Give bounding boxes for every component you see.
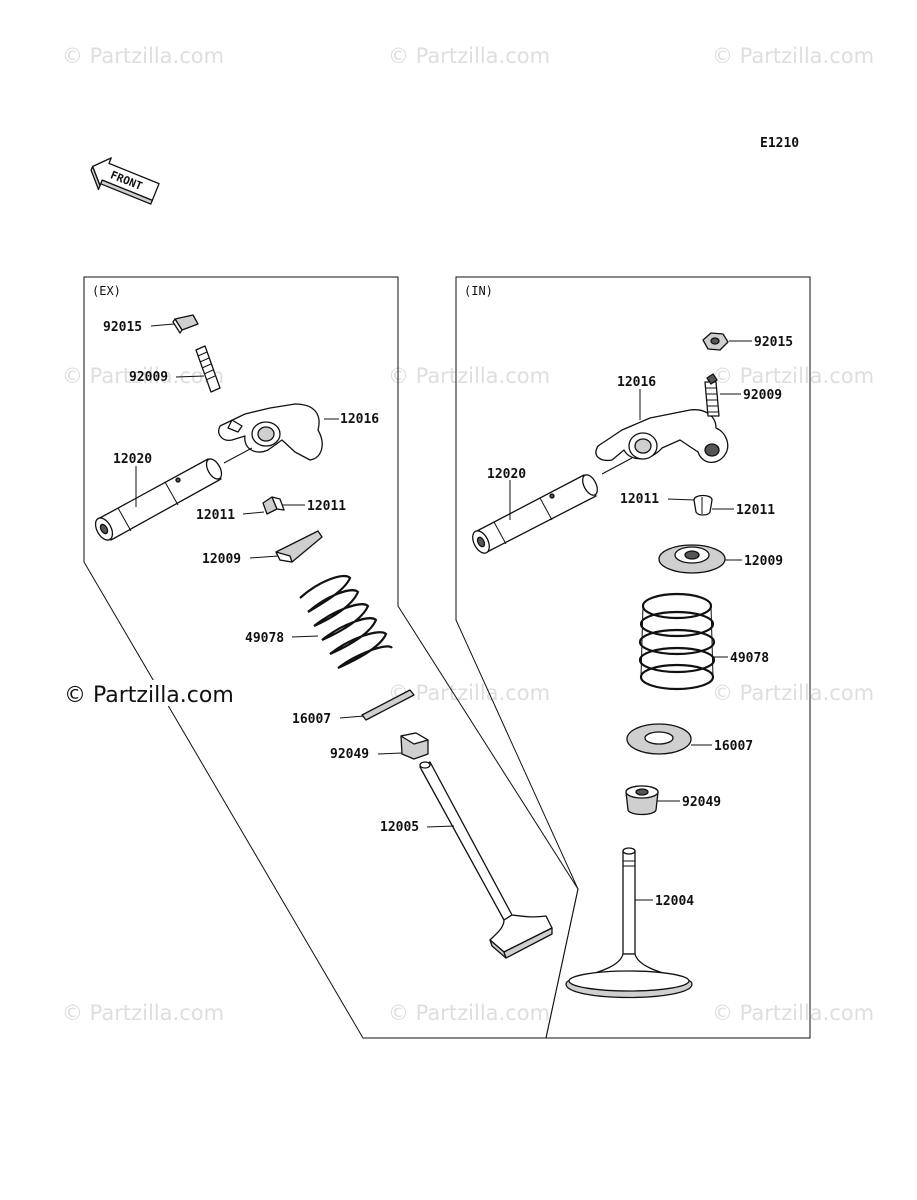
ex-rocker-arm-12016 <box>218 403 323 461</box>
watermark: © Partzilla.com <box>388 681 550 705</box>
in-valve-12004 <box>565 847 693 999</box>
watermark: © Partzilla.com <box>712 44 874 68</box>
in-label-92049: 92049 <box>682 795 721 810</box>
in-valve-keeper-12011 <box>693 494 713 516</box>
ex-label-49078: 49078 <box>245 631 284 646</box>
watermark: © Partzilla.com <box>388 364 550 388</box>
diagram-code: E1210 <box>760 136 799 151</box>
ex-valve-12005 <box>419 761 553 959</box>
ex-valve-spring-49078 <box>299 574 393 670</box>
in-spring-retainer-12009 <box>658 544 726 574</box>
in-label-12011-left: 12011 <box>620 492 659 507</box>
ex-label-92049: 92049 <box>330 747 369 762</box>
in-label-16007: 16007 <box>714 739 753 754</box>
in-label-49078: 49078 <box>730 651 769 666</box>
watermark-background <box>62 680 247 706</box>
watermark: © Partzilla.com <box>712 364 874 388</box>
in-spring-seat-16007 <box>626 723 692 755</box>
watermark-layer: © Partzilla.com © Partzilla.com © Partzi… <box>62 44 874 1025</box>
in-label-12011-right: 12011 <box>736 503 775 518</box>
ex-nut-92015 <box>172 314 199 334</box>
ex-label-12011-left: 12011 <box>196 508 235 523</box>
ex-label-12016: 12016 <box>340 412 379 427</box>
watermark: © Partzilla.com <box>62 44 224 68</box>
ex-label-12020: 12020 <box>113 452 152 467</box>
in-screw-92009 <box>704 373 720 417</box>
watermark: © Partzilla.com <box>712 681 874 705</box>
ex-spring-retainer-12009 <box>275 530 323 563</box>
watermark-prominent: © Partzilla.com <box>64 683 234 708</box>
in-label-12009: 12009 <box>744 554 783 569</box>
front-arrow-icon: FRONT <box>90 157 160 205</box>
ex-label-12009: 12009 <box>202 552 241 567</box>
in-label-12004: 12004 <box>655 894 694 909</box>
ex-label-92015: 92015 <box>103 320 142 335</box>
in-label-12016: 12016 <box>617 375 656 390</box>
ex-screw-92009 <box>195 345 221 393</box>
ex-label-12011-right: 12011 <box>307 499 346 514</box>
watermark: © Partzilla.com <box>712 1001 874 1025</box>
ex-rocker-shaft-12020 <box>94 458 223 541</box>
in-nut-92015 <box>702 332 729 351</box>
ex-oil-seal-92049 <box>400 732 429 760</box>
in-rocker-shaft-12020 <box>472 474 598 554</box>
ex-label-16007: 16007 <box>292 712 331 727</box>
in-label-92009: 92009 <box>743 388 782 403</box>
ex-valve-keeper-12011 <box>262 496 285 515</box>
intake-section-label: (IN) <box>464 284 493 298</box>
in-valve-spring-49078 <box>638 592 716 691</box>
ex-label-92009: 92009 <box>129 370 168 385</box>
in-label-92015: 92015 <box>754 335 793 350</box>
intake-section-frame <box>455 276 811 1039</box>
watermark: © Partzilla.com <box>388 1001 550 1025</box>
exhaust-section-label: (EX) <box>92 284 121 298</box>
in-oil-seal-92049 <box>625 785 659 816</box>
in-label-12020: 12020 <box>487 467 526 482</box>
ex-label-12005: 12005 <box>380 820 419 835</box>
in-rocker-arm-12016 <box>595 409 729 463</box>
watermark: © Partzilla.com <box>388 44 550 68</box>
ex-spring-seat-16007 <box>361 689 415 721</box>
watermark: © Partzilla.com <box>62 1001 224 1025</box>
